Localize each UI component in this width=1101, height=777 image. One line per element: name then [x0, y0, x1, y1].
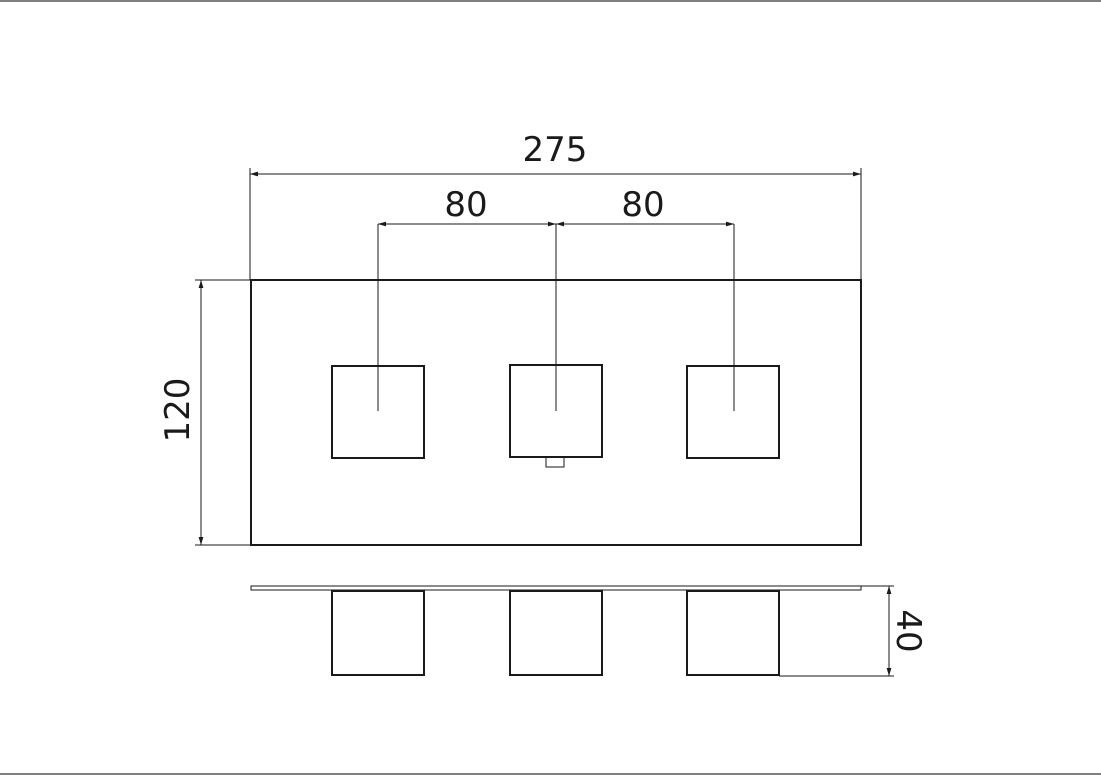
side-knob-right [686, 590, 780, 676]
height-dimension-label: 120 [158, 378, 198, 443]
side-knob-left [331, 590, 425, 676]
dimension-overall-width: 275 [249, 130, 862, 280]
dimension-plate-height: 120 [158, 279, 251, 546]
spacing-left-label: 80 [444, 185, 487, 225]
front-knob-right [686, 365, 780, 459]
depth-dimension-label: 40 [888, 609, 928, 652]
spacing-right-label: 80 [621, 185, 664, 225]
side-view [250, 585, 862, 676]
front-view [250, 224, 862, 546]
side-knob-center [509, 590, 603, 676]
width-dimension-label: 275 [523, 130, 588, 170]
dimension-depth: 40 [779, 585, 928, 677]
center-knob-tab [545, 456, 565, 468]
dimension-spacing: 80 80 [378, 185, 734, 227]
side-plate [250, 585, 862, 591]
